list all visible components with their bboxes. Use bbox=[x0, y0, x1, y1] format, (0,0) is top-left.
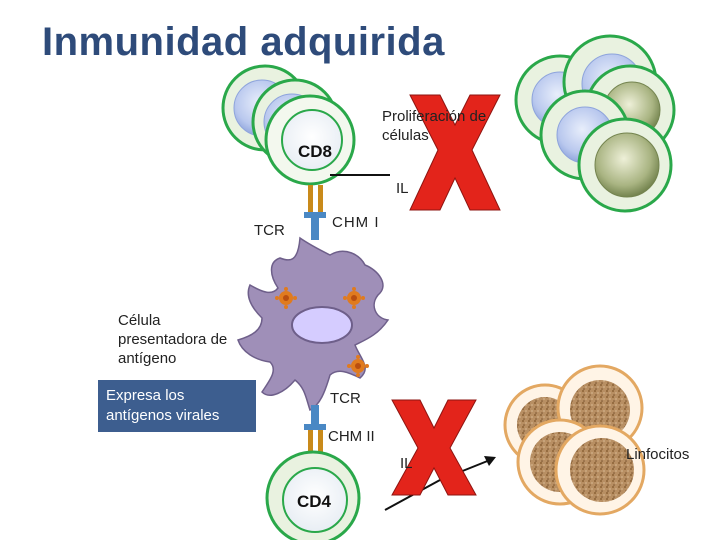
label-il-bottom: IL bbox=[400, 455, 413, 472]
arrow-head-icon bbox=[484, 456, 496, 466]
tcr-receptor-top bbox=[304, 185, 326, 240]
label-apc: Célula presentadora de antígeno bbox=[118, 312, 228, 367]
apc-cell bbox=[237, 236, 390, 412]
label-cd8: CD8 bbox=[298, 142, 333, 161]
lymphocyte-cluster bbox=[503, 364, 646, 516]
page-title: Inmunidad adquirida bbox=[42, 20, 445, 64]
label-chm2: CHM II bbox=[328, 428, 375, 445]
cross-top-icon bbox=[409, 94, 501, 211]
label-il-top: IL bbox=[396, 180, 409, 197]
label-cd4: CD4 bbox=[297, 492, 332, 511]
label-tcr-bottom: TCR bbox=[330, 390, 361, 407]
cd8-cell-group bbox=[221, 64, 356, 186]
proliferated-cells bbox=[514, 34, 676, 213]
label-linfocitos: Linfocitos bbox=[626, 446, 690, 463]
antigen-icon bbox=[275, 287, 297, 309]
label-proliferacion: Proliferación de células bbox=[382, 108, 487, 144]
tcr-receptor-bottom bbox=[304, 405, 326, 454]
antigen-icon bbox=[347, 355, 369, 377]
label-expresa: Expresa los antígenos virales bbox=[106, 387, 220, 424]
label-chm1: CHM I bbox=[332, 214, 380, 231]
apc-info-box: Expresa los antígenos virales bbox=[98, 380, 256, 432]
antigen-icon bbox=[343, 287, 365, 309]
cd4-cell bbox=[265, 450, 361, 540]
cross-bottom-icon bbox=[391, 399, 477, 496]
label-tcr-top: TCR bbox=[254, 222, 285, 239]
